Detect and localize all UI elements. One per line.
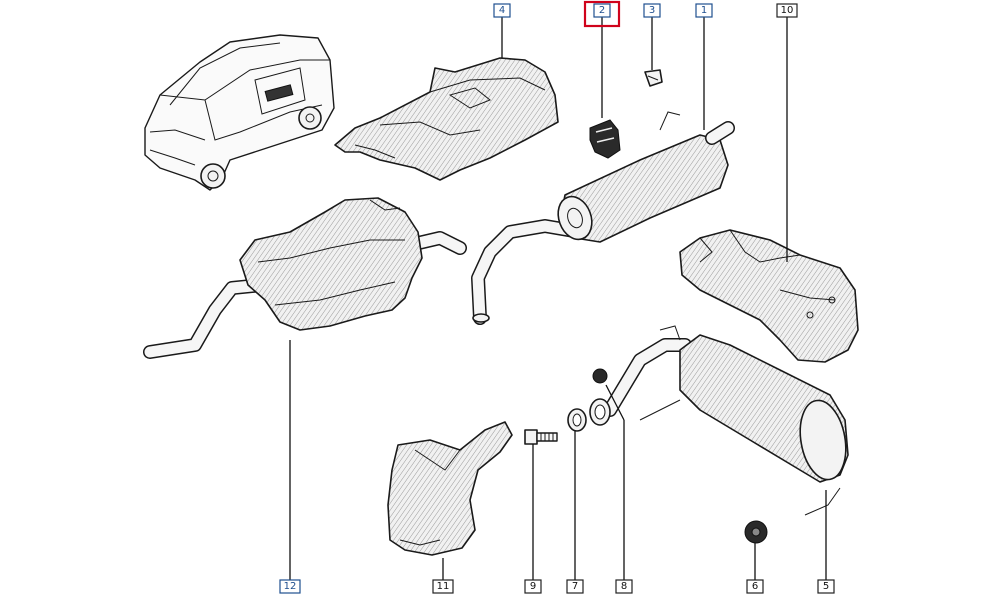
callout-label-8: 8 xyxy=(621,581,627,592)
part-6-nut[interactable] xyxy=(744,520,768,544)
callout-5[interactable]: 5 xyxy=(817,579,835,594)
callout-3[interactable]: 3 xyxy=(643,3,661,18)
vehicle-illustration xyxy=(144,34,335,191)
part-8-clamp[interactable] xyxy=(589,368,611,426)
callout-label-12: 12 xyxy=(284,581,297,592)
callout-7[interactable]: 7 xyxy=(566,579,584,594)
part-2-rubber-mount[interactable] xyxy=(589,119,621,159)
callout-label-9: 9 xyxy=(530,581,536,592)
callout-label-11: 11 xyxy=(437,581,450,592)
callout-9[interactable]: 9 xyxy=(524,579,542,594)
part-11-heat-shield[interactable] xyxy=(387,421,513,556)
callout-6[interactable]: 6 xyxy=(746,579,764,594)
callout-label-6: 6 xyxy=(752,581,758,592)
callout-4[interactable]: 4 xyxy=(493,3,511,18)
callout-12[interactable]: 12 xyxy=(279,579,301,594)
part-4-heat-shield[interactable] xyxy=(334,57,559,181)
callout-8[interactable]: 8 xyxy=(615,579,633,594)
callout-label-2: 2 xyxy=(599,5,605,16)
part-9-bolt[interactable] xyxy=(524,429,558,445)
callout-10[interactable]: 10 xyxy=(776,3,798,18)
callout-2[interactable]: 2 xyxy=(583,0,621,28)
part-5-rear-muffler[interactable] xyxy=(603,325,852,516)
part-12-front-muffler[interactable] xyxy=(143,197,467,359)
part-7-gasket[interactable] xyxy=(567,408,587,432)
callout-label-7: 7 xyxy=(572,581,578,592)
callout-label-4: 4 xyxy=(499,5,505,16)
highlight-frame xyxy=(583,0,621,28)
callout-label-10: 10 xyxy=(781,5,794,16)
part-3-clip[interactable] xyxy=(644,69,663,87)
part-1-intermediate-muffler[interactable] xyxy=(471,111,735,325)
callout-label-1: 1 xyxy=(701,5,707,16)
part-10-heat-shield[interactable] xyxy=(679,229,859,363)
callout-label-5: 5 xyxy=(823,581,829,592)
callout-1[interactable]: 1 xyxy=(695,3,713,18)
callout-11[interactable]: 11 xyxy=(432,579,454,594)
leader-lines xyxy=(289,17,827,580)
callout-label-3: 3 xyxy=(649,5,655,16)
